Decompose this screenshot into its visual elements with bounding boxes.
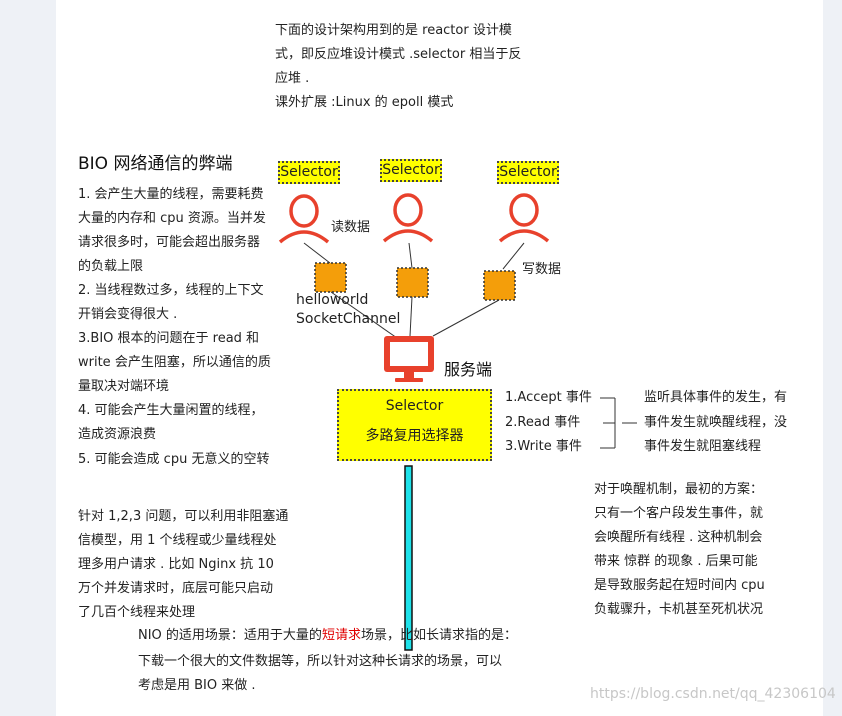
bio-line: 开销会变得很大 .: [78, 307, 178, 322]
event-write: 3.Write 事件: [505, 439, 582, 454]
bio-line: write 会产生阻塞，所以通信的质: [78, 355, 271, 370]
listen-line: 事件发生就唤醒线程，没: [644, 415, 788, 430]
user3-channel-link: [502, 242, 525, 270]
channel1-server-link: [330, 291, 398, 339]
wakeup-line: 对于唤醒机制，最初的方案：: [594, 482, 764, 497]
event-read: 2.Read 事件: [505, 415, 581, 430]
solution-line: 万个并发请求时，底层可能只启动: [78, 581, 274, 596]
nio-line-3: 考虑是用 BIO 来做 .: [138, 678, 256, 693]
solution-line: 了几百个线程来处理: [78, 605, 196, 620]
read-data-label: 读数据: [331, 220, 371, 235]
server-label: 服务端: [444, 360, 493, 379]
bio-title: BIO 网络通信的弊端: [78, 154, 233, 174]
bio-line: 的负载上限: [78, 259, 144, 274]
bio-line: 造成资源浪费: [78, 427, 157, 442]
listen-line: 事件发生就阻塞线程: [644, 439, 762, 454]
intro-line-4: 课外扩展 :Linux 的 epoll 模式: [275, 95, 454, 110]
channel-box-3: [483, 270, 516, 301]
nio-text: NIO 的适用场景：适用于大量的: [138, 628, 322, 643]
nio-text: 场景，比如长请求指的是：: [360, 628, 517, 643]
bio-line: 1. 会产生大量的线程，需要耗费: [78, 187, 264, 202]
solution-line: 针对 1,2,3 问题，可以利用非阻塞通: [78, 509, 289, 524]
user2-channel-link: [408, 242, 413, 269]
write-data-label: 写数据: [522, 262, 562, 277]
channel-box-1: [314, 262, 347, 293]
listen-line: 监听具体事件的发生，有: [644, 390, 788, 405]
intro-line-2: 式，即反应堆设计模式 .selector 相当于反: [275, 47, 522, 62]
selector-box-2: Selector: [380, 159, 442, 182]
multiplexer-selector-box: Selector 多路复用选择器: [337, 389, 492, 461]
channel2-server-link: [409, 296, 413, 337]
intro-line-3: 应堆 .: [275, 71, 310, 86]
events-bracket: [600, 397, 637, 449]
multiplexer-subtitle: 多路复用选择器: [365, 428, 464, 444]
multiplexer-title: Selector: [385, 398, 444, 414]
user1-channel-link: [303, 242, 331, 264]
wakeup-line: 带来 惊群 的现象 . 后果可能: [594, 554, 758, 569]
wakeup-line: 会唤醒所有线程 . 这种机制会: [594, 530, 763, 545]
wakeup-line: 负载骤升，卡机甚至死机状况: [594, 602, 764, 617]
user-icon-1: [278, 194, 330, 244]
bio-line: 量取决对端环境: [78, 379, 170, 394]
bio-line: 大量的内存和 cpu 资源。当并发: [78, 211, 266, 226]
user-icon-3: [498, 193, 550, 243]
document-sheet: [56, 0, 823, 716]
user-icon-2: [382, 193, 434, 243]
server-monitor-icon: [384, 336, 434, 382]
selector-box-3: Selector: [497, 161, 559, 184]
selector-box-1: Selector: [278, 161, 340, 184]
channel3-server-link: [432, 299, 500, 337]
nio-highlight: 短请求: [321, 628, 361, 643]
bio-line: 2. 当线程数过多，线程的上下文: [78, 283, 264, 298]
bio-line: 4. 可能会产生大量闲置的线程，: [78, 403, 264, 418]
solution-line: 理多用户请求 . 比如 Nginx 抗 10: [78, 557, 274, 572]
intro-line-1: 下面的设计架构用到的是 reactor 设计模: [275, 23, 512, 38]
solution-line: 信模型，用 1 个线程或少量线程处: [78, 533, 277, 548]
event-accept: 1.Accept 事件: [505, 390, 592, 405]
bio-line: 5. 可能会造成 cpu 无意义的空转: [78, 452, 270, 467]
channel-box-2: [396, 267, 429, 298]
bio-line: 3.BIO 根本的问题在于 read 和: [78, 331, 260, 346]
nio-line-1: NIO 的适用场景：适用于大量的短请求场景，比如长请求指的是：: [138, 624, 517, 648]
nio-line-2: 下载一个很大的文件数据等，所以针对这种长请求的场景，可以: [138, 654, 503, 669]
wakeup-line: 是导致服务起在短时间内 cpu: [594, 578, 765, 593]
thread-pipe: [404, 465, 413, 651]
bio-line: 请求很多时，可能会超出服务器: [78, 235, 261, 250]
watermark: https://blog.csdn.net/qq_42306104: [590, 686, 836, 702]
channel-label-1: helloworld: [296, 292, 369, 308]
channel-label-2: SocketChannel: [296, 311, 401, 327]
wakeup-line: 只有一个客户段发生事件，就: [594, 506, 764, 521]
